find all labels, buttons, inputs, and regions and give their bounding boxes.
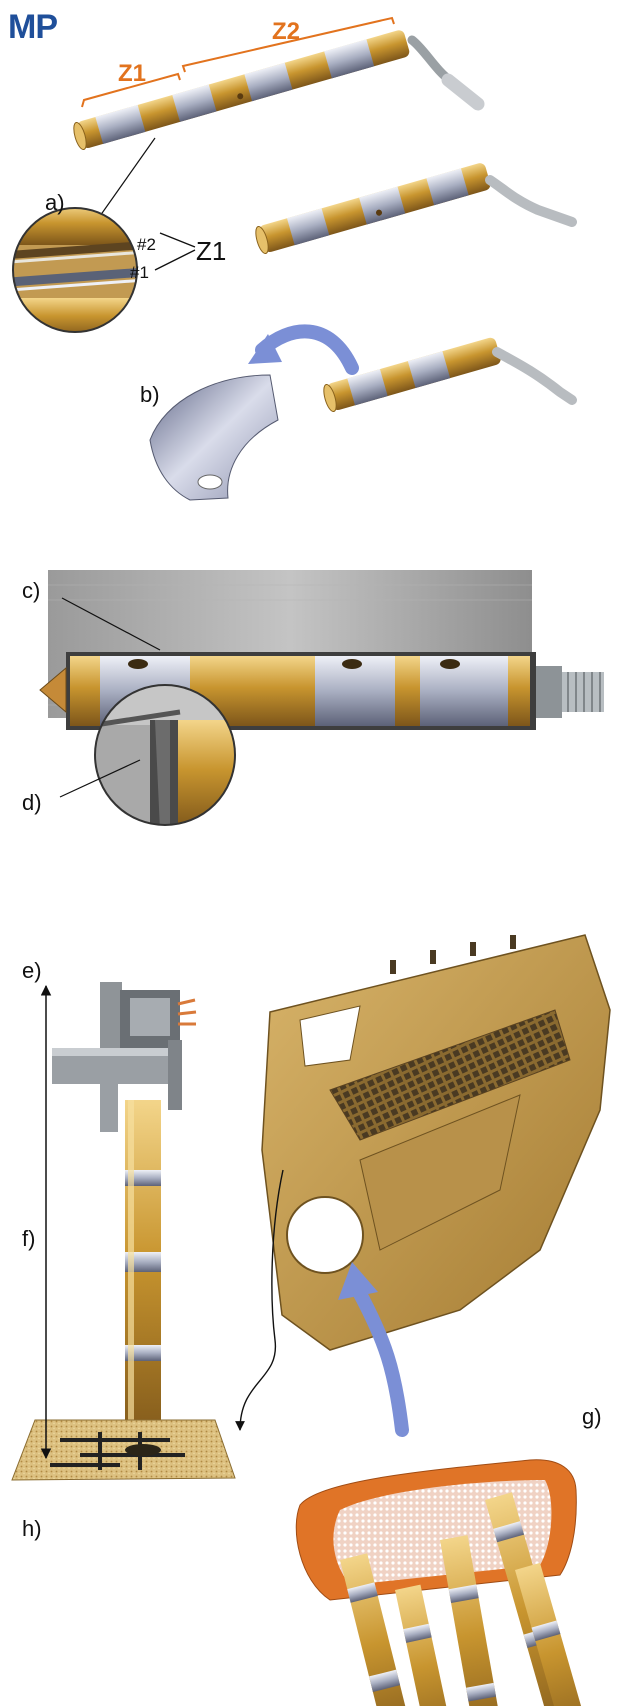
cable-2 <box>485 175 577 227</box>
label-d: d) <box>22 790 42 815</box>
label-b: b) <box>140 382 160 407</box>
zone-z1-bracket <box>81 72 181 108</box>
door-panel <box>261 934 611 1351</box>
substrate-board <box>11 1419 236 1481</box>
marker-2: #2 <box>137 235 156 254</box>
leader-line-g <box>235 1169 284 1431</box>
mount-bracket <box>52 982 197 1132</box>
zone-z1-label: Z1 <box>118 60 147 87</box>
label-g: g) <box>582 1404 602 1429</box>
sleeve-sheet <box>149 374 279 501</box>
leader-line-c <box>61 597 161 651</box>
tube-z1-z2 <box>73 30 410 151</box>
label-e: e) <box>22 958 42 983</box>
tube-variant-3 <box>323 337 501 413</box>
probe-bars <box>340 1492 596 1706</box>
label-f: f) <box>22 1226 36 1251</box>
brand-logo: MP <box>8 8 58 46</box>
marker-1: #1 <box>130 263 149 282</box>
z1-callout-label: Z1 <box>196 236 227 266</box>
z1-callout-lines <box>154 232 196 271</box>
zone-z2-bracket <box>181 16 395 73</box>
detail-circle-d <box>94 684 236 826</box>
label-a: a) <box>45 190 65 215</box>
curved-arrow-icon-2 <box>351 1283 409 1437</box>
leader-line-d <box>59 759 141 798</box>
tube-variant-2 <box>255 163 491 255</box>
detail-circle-a <box>12 207 138 333</box>
label-h: h) <box>22 1516 42 1541</box>
leader-line-a <box>99 137 156 217</box>
cable-3 <box>492 347 577 405</box>
zone-z2-label: Z2 <box>272 18 301 45</box>
vertical-probe <box>125 1100 161 1450</box>
label-c: c) <box>22 578 41 603</box>
